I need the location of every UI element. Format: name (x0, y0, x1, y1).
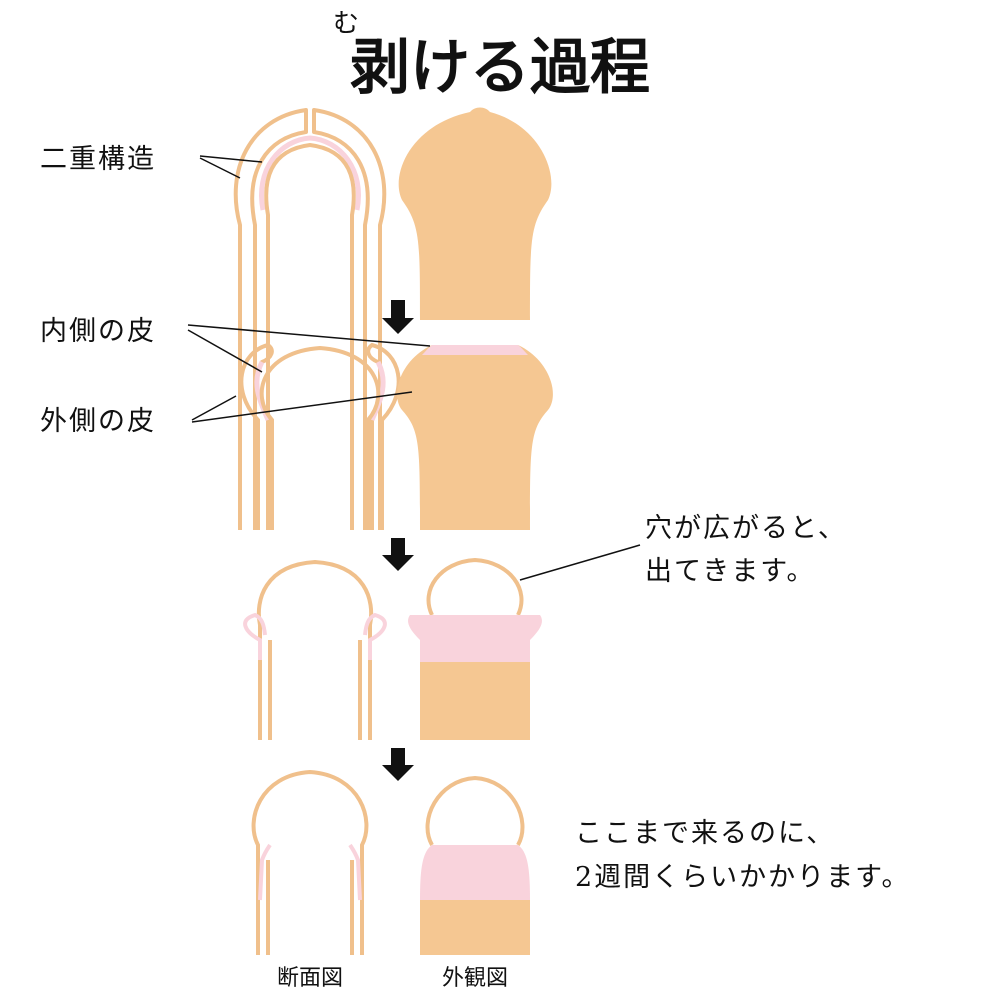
stage2-cross-section-glans (259, 345, 381, 530)
down-arrow-icon (382, 538, 414, 571)
leader-hole-widens (519, 544, 641, 581)
stage-3 (243, 557, 542, 740)
label-outer-skin: 外側の皮 (40, 406, 156, 437)
stage1-cross-section-glans (264, 142, 356, 530)
stage3-exterior-shaft (420, 662, 530, 740)
stage-1 (233, 107, 552, 530)
stage3-cross-section-glans (256, 559, 374, 740)
leader-double-structure (199, 155, 263, 179)
stage1-cross-section-outer-skin-right (312, 108, 387, 530)
stage-4 (251, 769, 530, 955)
label-duration-line1: ここまで来るのに、 (575, 818, 835, 849)
down-arrow-icon (382, 300, 414, 334)
stage4-cross-section-glans (251, 769, 369, 955)
stage1-exterior-view (398, 107, 552, 320)
stage2-cross-section-inner-skin (254, 360, 386, 421)
label-hole-widens-line1: 穴が広がると、 (645, 513, 847, 544)
stage3-cross-section-inner-skin (243, 612, 387, 660)
stage4-cross-section-shaft (266, 860, 354, 955)
stage-2 (239, 342, 553, 530)
stage4-exterior-glans (425, 775, 525, 846)
stage1-cross-section-outer-skin (233, 108, 308, 530)
leader-inner-skin (187, 324, 431, 373)
label-hole-widens-line2: 出てきます。 (645, 556, 816, 587)
stage4-exterior-inner-skin-band (420, 845, 530, 900)
label-duration-line2: 2週間くらいかかります。 (575, 862, 910, 893)
stage3-exterior-glans (426, 557, 524, 616)
label-exterior-view: 外観図 (442, 966, 508, 991)
label-inner-skin: 内側の皮 (40, 316, 156, 347)
stage3-cross-section-shaft (268, 640, 362, 740)
stage1-cross-section-inner-skin (259, 135, 361, 211)
leader-outer-skin (191, 391, 413, 423)
title-ruby: む (333, 9, 359, 39)
page-title: 剥ける過程 (350, 33, 650, 103)
stage2-exterior-view (397, 345, 553, 530)
stage2-exterior-inner-skin-band (422, 345, 528, 355)
stage4-exterior-shaft (420, 900, 530, 955)
label-cross-section: 断面図 (277, 966, 343, 991)
stage4-cross-section-inner-skin (258, 843, 362, 901)
label-double-structure: 二重構造 (40, 144, 156, 175)
down-arrow-icon (382, 748, 414, 781)
stage3-exterior-inner-skin-band (408, 615, 542, 662)
